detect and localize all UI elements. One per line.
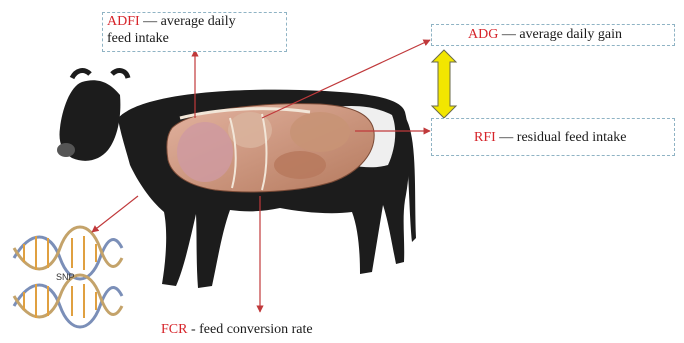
fcr-text: - feed conversion rate <box>187 322 312 337</box>
label-snp: SNP <box>56 272 75 282</box>
adfi-text-line1: — average daily <box>140 14 236 29</box>
label-adg: ADG — average daily gain <box>431 24 675 46</box>
fcr-abbr: FCR <box>161 322 187 337</box>
adfi-abbr: ADFI <box>107 14 140 29</box>
cow-illustration <box>57 71 416 288</box>
label-adfi: ADFI — average daily feed intake <box>102 12 287 52</box>
adg-text: — average daily gain <box>498 27 622 42</box>
label-fcr: FCR - feed conversion rate <box>161 322 313 338</box>
double-arrow-icon <box>432 50 456 118</box>
rfi-text: — residual feed intake <box>496 130 627 145</box>
cow-muzzle <box>57 143 75 157</box>
arrow-snp <box>92 196 138 232</box>
adfi-text-line2: feed intake <box>107 31 169 46</box>
adg-abbr: ADG <box>468 27 498 42</box>
label-rfi: RFI — residual feed intake <box>431 118 675 156</box>
rfi-abbr: RFI <box>474 130 496 145</box>
